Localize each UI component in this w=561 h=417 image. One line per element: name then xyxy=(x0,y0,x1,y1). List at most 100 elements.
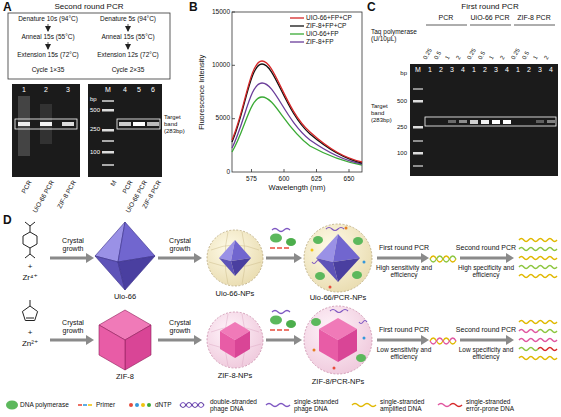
figure-label: Second round PCR xyxy=(55,2,124,11)
figure-label: 2 xyxy=(439,66,443,74)
figure-label: Second round PCR xyxy=(456,244,516,252)
figure-label: 0.5 xyxy=(433,50,443,61)
figure-label: M xyxy=(105,86,111,94)
figure-label: 100 xyxy=(90,149,100,156)
figure-label: ZIF-8 PCR xyxy=(517,14,550,22)
figure-label: Low sensitivity and efficiency xyxy=(375,346,433,361)
pcr-nanoparticle xyxy=(304,306,372,374)
gel-image xyxy=(12,84,162,177)
figure-label: Wavelength (nm) xyxy=(269,184,326,193)
figure-label: Target band (283bp) xyxy=(164,114,191,135)
figure-label: Denature 5s (94°C) xyxy=(100,15,156,22)
amplified-dna xyxy=(519,239,557,360)
figure-label: M xyxy=(108,179,117,187)
ligand-molecule xyxy=(22,222,37,321)
legend-text: DNA polymerase xyxy=(20,401,69,408)
panel-letter: C xyxy=(367,1,376,15)
figure-label: Extension 15s (72°C) xyxy=(17,51,79,58)
figure-label: Denature 10s (94°C) xyxy=(18,15,78,22)
legend-text: UiO-66+FP xyxy=(306,30,339,37)
figure-label: First round PCR xyxy=(379,326,429,334)
legend-text: ZIF-8+FP xyxy=(306,38,334,45)
figure-label: 1 xyxy=(444,55,452,61)
figure-label: Fluorescence Intensity xyxy=(199,54,208,129)
figure-label: 2 xyxy=(527,66,531,74)
figure-label: 4 xyxy=(461,66,465,74)
figure-label: 1 xyxy=(516,66,520,74)
dna-helix xyxy=(430,256,456,344)
figure-label: Uio-66 xyxy=(114,293,136,302)
octahedron-crystal xyxy=(95,222,155,290)
figure-label: PCR xyxy=(439,14,454,22)
figure-label: PCR xyxy=(20,179,33,195)
legend-text: single-stranded amplified DNA xyxy=(380,398,435,413)
figure-label: 250 xyxy=(397,124,407,131)
legend-text: double-stranded phage DNA xyxy=(210,398,265,413)
figure-label: ZIF-8/PCR-NPs xyxy=(312,378,365,387)
pcr-nanoparticle xyxy=(304,224,372,292)
panel-letter: A xyxy=(3,1,12,15)
figure-label: 1 xyxy=(428,66,432,74)
figure-label: High sensitivity and efficiency xyxy=(375,264,433,279)
figure-label: 4 xyxy=(123,86,127,94)
figure-label: Crystal growth xyxy=(160,237,200,253)
figure-label: bp xyxy=(90,96,97,103)
figure-label: 4 xyxy=(505,66,509,74)
figure-label: + xyxy=(28,262,33,271)
figure-label: Second round PCR xyxy=(456,326,516,334)
figure-label: 600 xyxy=(279,175,290,182)
figure-label: 1 xyxy=(472,66,476,74)
legend-text: dNTP xyxy=(155,401,172,408)
line-chart xyxy=(232,12,362,172)
figure-label: 1 xyxy=(22,86,26,94)
figure-label: 100 xyxy=(397,150,407,157)
process-arrow xyxy=(50,253,514,345)
figure-label: 0.25 xyxy=(422,47,434,61)
figure-label: 500 xyxy=(90,107,100,114)
figure-label: 1 xyxy=(488,55,496,61)
figure-label: 625 xyxy=(311,175,322,182)
figure-label: 0.5 xyxy=(477,50,487,61)
figure-label: 4 xyxy=(549,66,553,74)
figure-label: 15000 xyxy=(212,8,230,15)
figure-label: Cycle 1×35 xyxy=(32,66,65,73)
figure-label: Uio-66/PCR-NPs xyxy=(310,294,367,303)
figure-label: 5000 xyxy=(216,114,230,121)
figure-label: Taq polymerase (U/10μL) xyxy=(371,28,423,43)
figure-label: 6 xyxy=(151,86,155,94)
figure-label: 3 xyxy=(494,66,498,74)
figure-label: First round PCR xyxy=(461,2,518,11)
figure-label: Zr⁴⁺ xyxy=(22,273,37,282)
legend-text: UIO-66+FP+CP xyxy=(306,14,352,21)
figure-label: Extension 12s (72°C) xyxy=(97,51,159,58)
legend-text: single-stranded phage DNA xyxy=(294,398,349,413)
figure-label: 2 xyxy=(483,66,487,74)
figure-label: UiO-66 PCR xyxy=(471,14,510,22)
legend-text: Primer xyxy=(96,401,115,408)
figure-label: Zn²⁺ xyxy=(22,339,38,348)
figure-label: High specificity and efficiency xyxy=(457,264,515,279)
figure-label: Low specificity and efficiency xyxy=(457,346,515,361)
figure-label: 0.5 xyxy=(521,50,531,61)
figure-label: 3 xyxy=(538,66,542,74)
figure-label: 1 xyxy=(532,55,540,61)
gel-image xyxy=(410,25,558,176)
figure-label: 10000 xyxy=(212,61,230,68)
figure-label: ZIF-8-NPs xyxy=(218,372,253,381)
figure-label: ZIF-8 xyxy=(116,373,134,382)
nanoparticle xyxy=(207,312,263,368)
figure-label: 2 xyxy=(543,55,551,61)
figure-label: Crystal growth xyxy=(53,319,93,335)
figure-label: UiO-66 PCR xyxy=(31,179,56,214)
nanoparticle xyxy=(207,230,263,286)
figure-label: 2 xyxy=(455,55,463,61)
panel-letter: B xyxy=(189,1,198,15)
figure-label: Anneal 15s (55°C) xyxy=(101,33,154,40)
panel-letter: D xyxy=(3,214,12,228)
figure-label: Uio-66-NPs xyxy=(216,290,255,299)
figure-label: 5 xyxy=(137,86,141,94)
figure-label: 0.25 xyxy=(510,47,522,61)
figure-label: First round PCR xyxy=(379,244,429,252)
dodecahedron-crystal xyxy=(99,310,151,370)
